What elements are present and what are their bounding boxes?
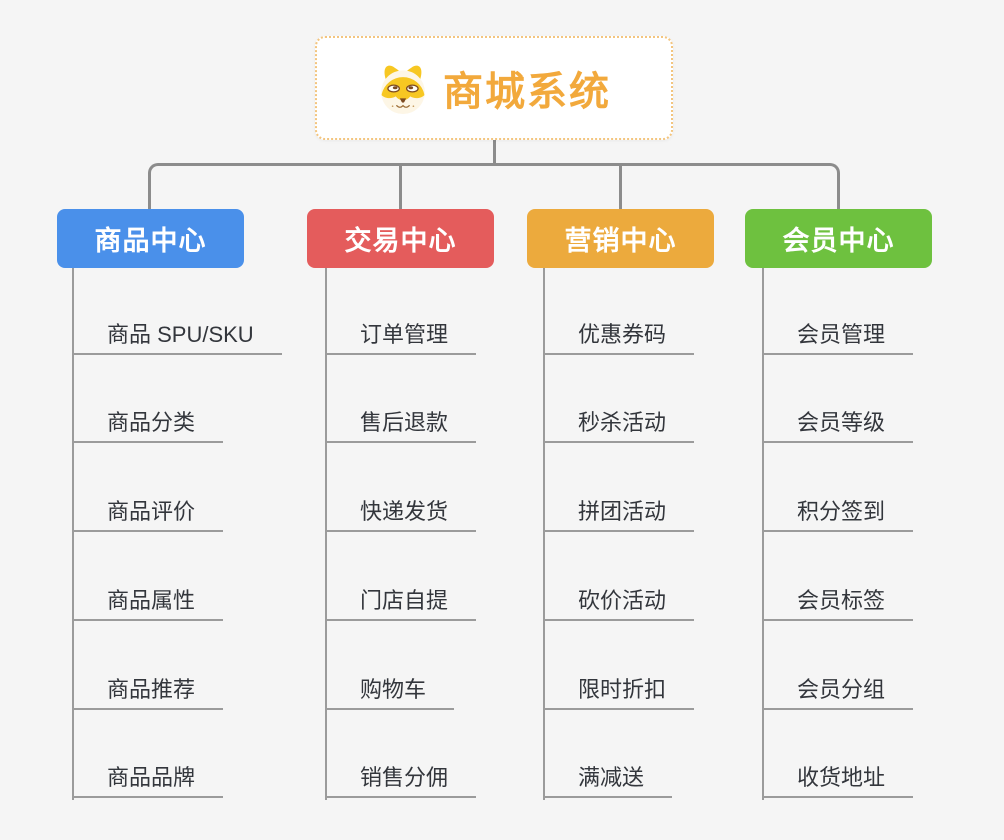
- topic-item[interactable]: 快递发货: [325, 493, 477, 532]
- topic-item[interactable]: 门店自提: [325, 582, 477, 621]
- connector-root-drop: [493, 140, 496, 165]
- topic-item[interactable]: 积分签到: [762, 493, 914, 532]
- topic-item[interactable]: 商品 SPU/SKU: [72, 316, 282, 355]
- root-topic-title: 商城系统: [443, 70, 611, 114]
- branch-member-center[interactable]: 会员中心: [745, 209, 932, 268]
- branch-marketing-children: 优惠券码 秒杀活动 拼团活动 砍价活动 限时折扣 满减送: [543, 268, 695, 800]
- topic-item[interactable]: 会员分组: [762, 671, 914, 710]
- topic-item[interactable]: 商品品牌: [72, 759, 224, 798]
- topic-item[interactable]: 满减送: [543, 759, 673, 798]
- topic-item[interactable]: 商品分类: [72, 404, 224, 443]
- topic-item[interactable]: 售后退款: [325, 404, 477, 443]
- topic-item[interactable]: 购物车: [325, 671, 455, 710]
- topic-item[interactable]: 秒杀活动: [543, 404, 695, 443]
- topic-item[interactable]: 收货地址: [762, 759, 914, 798]
- topic-item[interactable]: 限时折扣: [543, 671, 695, 710]
- connector-drop-marketing: [619, 165, 622, 209]
- topic-item[interactable]: 会员等级: [762, 404, 914, 443]
- dog-face-icon: [381, 65, 425, 114]
- topic-item[interactable]: 商品属性: [72, 582, 224, 621]
- topic-item[interactable]: 商品评价: [72, 493, 224, 532]
- branch-member-children: 会员管理 会员等级 积分签到 会员标签 会员分组 收货地址: [762, 268, 914, 800]
- connector-rail: [148, 163, 840, 209]
- branch-marketing-center[interactable]: 营销中心: [527, 209, 714, 268]
- branch-trade-center[interactable]: 交易中心: [307, 209, 494, 268]
- branch-product-center[interactable]: 商品中心: [57, 209, 244, 268]
- root-topic[interactable]: 商城系统: [315, 36, 673, 140]
- topic-item[interactable]: 会员管理: [762, 316, 914, 355]
- topic-item[interactable]: 商品推荐: [72, 671, 224, 710]
- topic-item[interactable]: 优惠券码: [543, 316, 695, 355]
- topic-item[interactable]: 订单管理: [325, 316, 477, 355]
- branch-trade-children: 订单管理 售后退款 快递发货 门店自提 购物车 销售分佣: [325, 268, 477, 800]
- connector-drop-trade: [399, 165, 402, 209]
- topic-item[interactable]: 砍价活动: [543, 582, 695, 621]
- branch-product-children: 商品 SPU/SKU 商品分类 商品评价 商品属性 商品推荐 商品品牌: [72, 268, 282, 800]
- topic-item[interactable]: 拼团活动: [543, 493, 695, 532]
- topic-item[interactable]: 销售分佣: [325, 759, 477, 798]
- topic-item[interactable]: 会员标签: [762, 582, 914, 621]
